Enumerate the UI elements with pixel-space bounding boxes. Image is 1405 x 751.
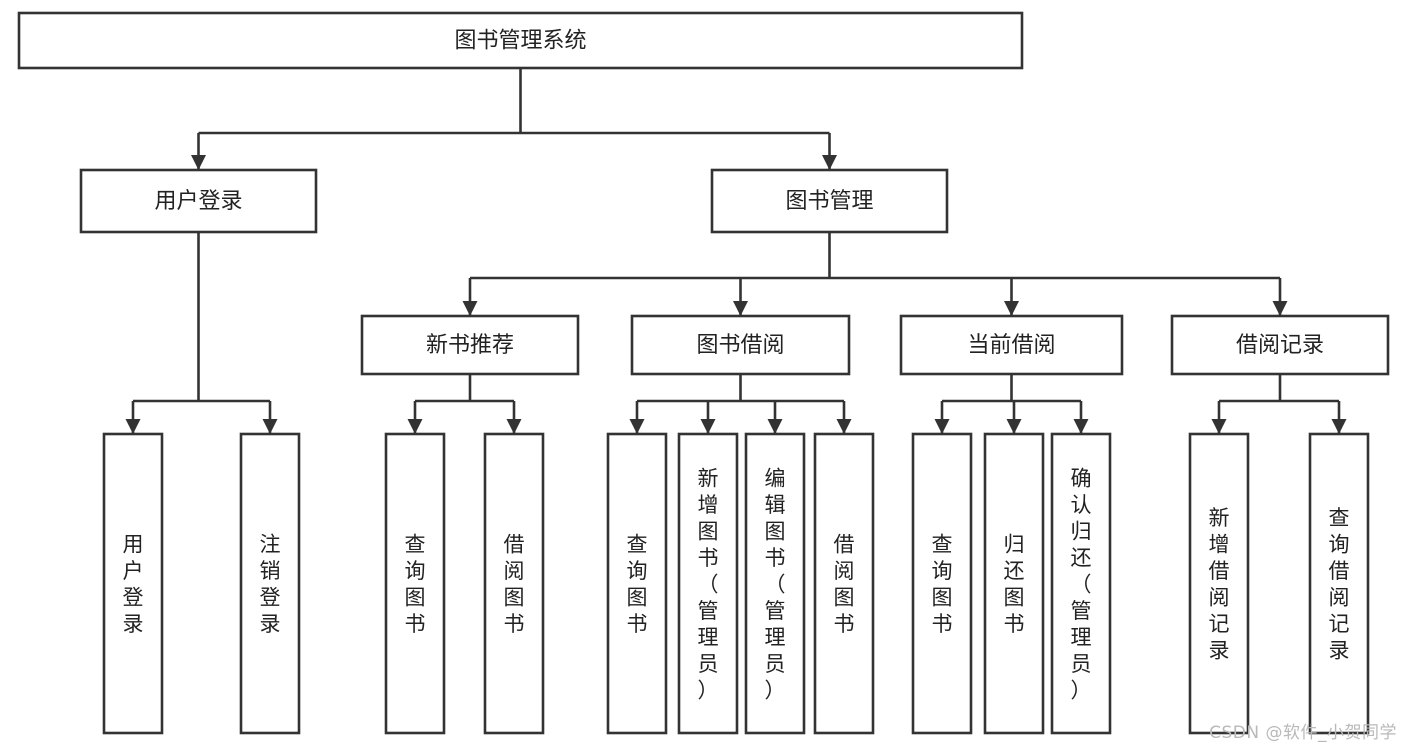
node-current-borrow[interactable]: 当前借阅: [899, 314, 1124, 376]
node-box-book-management: [710, 168, 949, 234]
node-box-leaf-borrow-book-rec: [483, 432, 545, 735]
node-box-leaf-add-book-admin: [677, 432, 739, 735]
node-borrow-record[interactable]: 借阅记录: [1170, 314, 1390, 376]
csdn-watermark: CSDN @软件_小贺同学: [1209, 723, 1397, 743]
arrow-head-icon: [262, 419, 278, 434]
arrow-head-icon: [506, 419, 522, 434]
edge-group-new-book-recommend: [407, 374, 522, 434]
node-label-book-management: 图书管理: [785, 189, 873, 214]
node-box-borrow-record: [1170, 314, 1390, 376]
node-leaf-query-book-rec[interactable]: 查询图书: [384, 432, 446, 735]
node-box-new-book-recommend: [360, 314, 580, 376]
arrow-head-icon: [700, 419, 716, 434]
arrow-head-icon: [1331, 419, 1347, 434]
arrow-head-icon: [1073, 419, 1089, 434]
node-label-leaf-add-borrow-record: 新增借阅记录: [1209, 506, 1230, 663]
edge-group-root: [191, 68, 837, 170]
node-leaf-add-borrow-record[interactable]: 新增借阅记录: [1188, 432, 1250, 735]
node-label-leaf-confirm-return-admin: 确认归还（管理员）: [1071, 466, 1092, 702]
node-root[interactable]: 图书管理系统: [17, 11, 1024, 70]
node-box-root: [17, 11, 1024, 70]
node-label-book-borrow: 图书借阅: [696, 333, 784, 358]
node-user-login[interactable]: 用户登录: [79, 168, 318, 234]
edge-group-book-management: [462, 232, 1288, 316]
node-label-leaf-add-book-admin: 新增图书（管理员）: [698, 466, 719, 702]
arrow-head-icon: [836, 419, 852, 434]
node-label-leaf-query-book-borrow: 查询图书: [627, 533, 648, 637]
node-box-user-login: [79, 168, 318, 234]
arrow-head-icon: [1272, 301, 1288, 316]
node-label-leaf-borrow-book-rec: 借阅图书: [504, 533, 525, 637]
node-leaf-edit-book-admin[interactable]: 编辑图书（管理员）: [744, 432, 806, 735]
node-box-leaf-borrow-book: [813, 432, 875, 735]
arrow-head-icon: [1006, 419, 1022, 434]
arrow-head-icon: [629, 419, 645, 434]
node-leaf-user-login[interactable]: 用户登录: [102, 432, 164, 735]
node-label-leaf-edit-book-admin: 编辑图书（管理员）: [765, 466, 786, 702]
node-label-leaf-query-book-rec: 查询图书: [405, 533, 426, 637]
node-label-new-book-recommend: 新书推荐: [426, 333, 514, 358]
node-box-leaf-user-login: [102, 432, 164, 735]
arrow-head-icon: [191, 155, 206, 170]
node-label-leaf-query-borrow-record: 查询借阅记录: [1329, 506, 1350, 663]
node-leaf-borrow-book-rec[interactable]: 借阅图书: [483, 432, 545, 735]
node-leaf-user-logout[interactable]: 注销登录: [239, 432, 301, 735]
node-label-leaf-return-book: 归还图书: [1004, 533, 1025, 637]
node-leaf-query-borrow-record[interactable]: 查询借阅记录: [1308, 432, 1370, 735]
node-label-leaf-user-login: 用户登录: [123, 533, 144, 637]
node-box-leaf-query-borrow-record: [1308, 432, 1370, 735]
arrow-head-icon: [1211, 419, 1227, 434]
node-book-borrow[interactable]: 图书借阅: [630, 314, 851, 376]
node-leaf-query-book-borrow[interactable]: 查询图书: [606, 432, 668, 735]
node-leaf-return-book[interactable]: 归还图书: [983, 432, 1045, 735]
node-layer: 图书管理系统用户登录图书管理新书推荐图书借阅当前借阅借阅记录用户登录注销登录查询…: [17, 11, 1390, 735]
arrow-head-icon: [934, 419, 950, 434]
node-leaf-query-book-current[interactable]: 查询图书: [911, 432, 973, 735]
edge-group-current-borrow: [934, 374, 1089, 434]
node-leaf-add-book-admin[interactable]: 新增图书（管理员）: [677, 432, 739, 735]
node-box-book-borrow: [630, 314, 851, 376]
arrow-head-icon: [125, 419, 141, 434]
node-new-book-recommend[interactable]: 新书推荐: [360, 314, 580, 376]
node-box-leaf-query-book-rec: [384, 432, 446, 735]
node-label-root: 图书管理系统: [454, 29, 586, 54]
arrow-head-icon: [407, 419, 423, 434]
node-box-leaf-user-logout: [239, 432, 301, 735]
node-leaf-borrow-book[interactable]: 借阅图书: [813, 432, 875, 735]
node-box-leaf-return-book: [983, 432, 1045, 735]
node-box-leaf-query-book-borrow: [606, 432, 668, 735]
edge-group-book-borrow: [629, 374, 852, 434]
arrow-head-icon: [767, 419, 783, 434]
arrow-head-icon: [733, 301, 748, 316]
node-label-borrow-record: 借阅记录: [1236, 333, 1324, 358]
edge-layer: [125, 68, 1347, 434]
arrow-head-icon: [462, 301, 478, 316]
node-label-current-borrow: 当前借阅: [967, 333, 1055, 358]
node-box-current-borrow: [899, 314, 1124, 376]
node-leaf-confirm-return-admin[interactable]: 确认归还（管理员）: [1050, 432, 1112, 735]
edge-group-borrow-record: [1211, 374, 1347, 434]
node-label-leaf-borrow-book: 借阅图书: [834, 533, 855, 637]
node-box-leaf-query-book-current: [911, 432, 973, 735]
node-label-user-login: 用户登录: [154, 189, 242, 214]
node-book-management[interactable]: 图书管理: [710, 168, 949, 234]
arrow-head-icon: [1004, 301, 1019, 316]
node-box-leaf-confirm-return-admin: [1050, 432, 1112, 735]
node-box-leaf-add-borrow-record: [1188, 432, 1250, 735]
arrow-head-icon: [822, 155, 837, 170]
edge-group-user-login: [125, 232, 278, 434]
node-label-leaf-query-book-current: 查询图书: [932, 533, 953, 637]
node-box-leaf-edit-book-admin: [744, 432, 806, 735]
node-label-leaf-user-logout: 注销登录: [260, 533, 281, 637]
